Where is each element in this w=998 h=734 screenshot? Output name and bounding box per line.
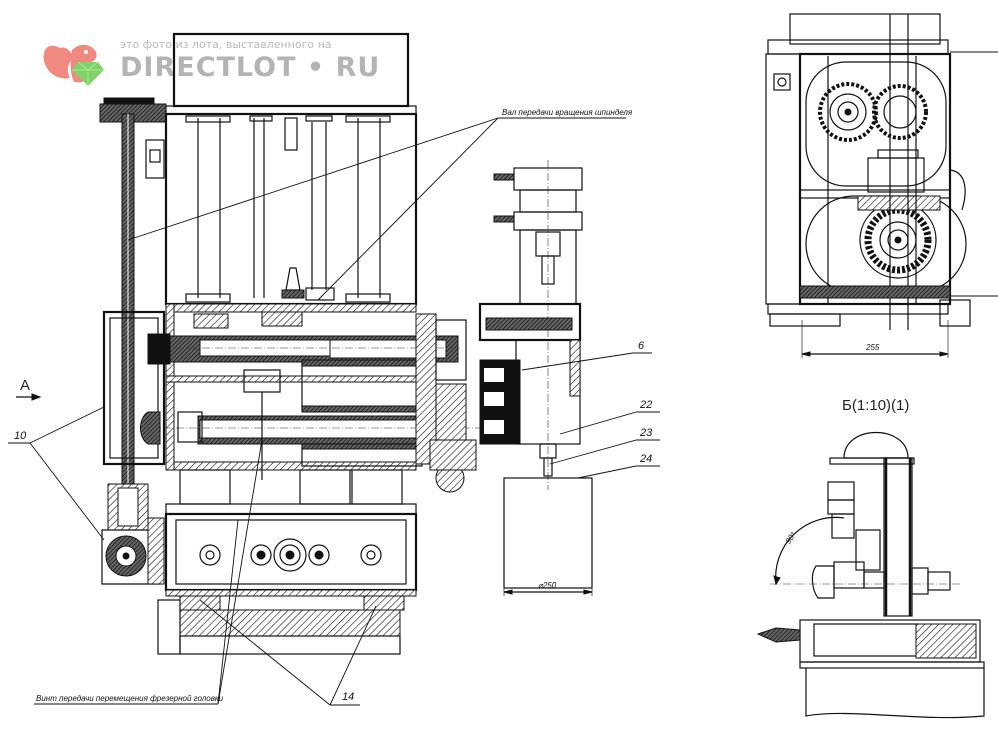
column-frame	[164, 112, 418, 306]
callouts: Вал передачи вращения шпинделя Винт пере…	[8, 108, 660, 706]
callout-spindle-shaft: Вал передачи вращения шпинделя	[502, 108, 633, 117]
callout-pos-10: 10	[14, 430, 27, 442]
watermark-tagline: это фото из лота, выставленного на	[120, 38, 332, 51]
callout-milling-head-screw: Винт передачи перемещения фрезерной голо…	[36, 694, 224, 703]
slide-base	[179, 609, 401, 637]
section-view-b: 90°	[756, 431, 985, 719]
workpiece	[503, 477, 593, 589]
view-b-label: Б(1:10)(1)	[842, 397, 909, 414]
main-front-view	[99, 32, 593, 655]
watermark-logo: это фото из лота, выставленного на DIREC…	[43, 38, 380, 86]
callout-pos-14: 14	[342, 691, 354, 703]
dimension-width: 255	[865, 343, 880, 352]
squirrel-with-gem-icon	[43, 44, 104, 86]
callout-pos-24: 24	[639, 453, 652, 465]
callout-pos-6: 6	[638, 340, 645, 352]
side-view-a: 255	[765, 13, 998, 358]
spur-gears	[818, 82, 928, 142]
view-a-label: А	[20, 377, 30, 394]
gearbox-flanges	[199, 538, 382, 572]
callout-pos-22: 22	[639, 399, 652, 411]
bevel-gear	[859, 201, 937, 279]
dimension-diameter: ⌀250	[538, 581, 557, 590]
watermark-brand: DIRECTLOT • RU	[120, 52, 380, 83]
callout-pos-23: 23	[639, 427, 653, 439]
